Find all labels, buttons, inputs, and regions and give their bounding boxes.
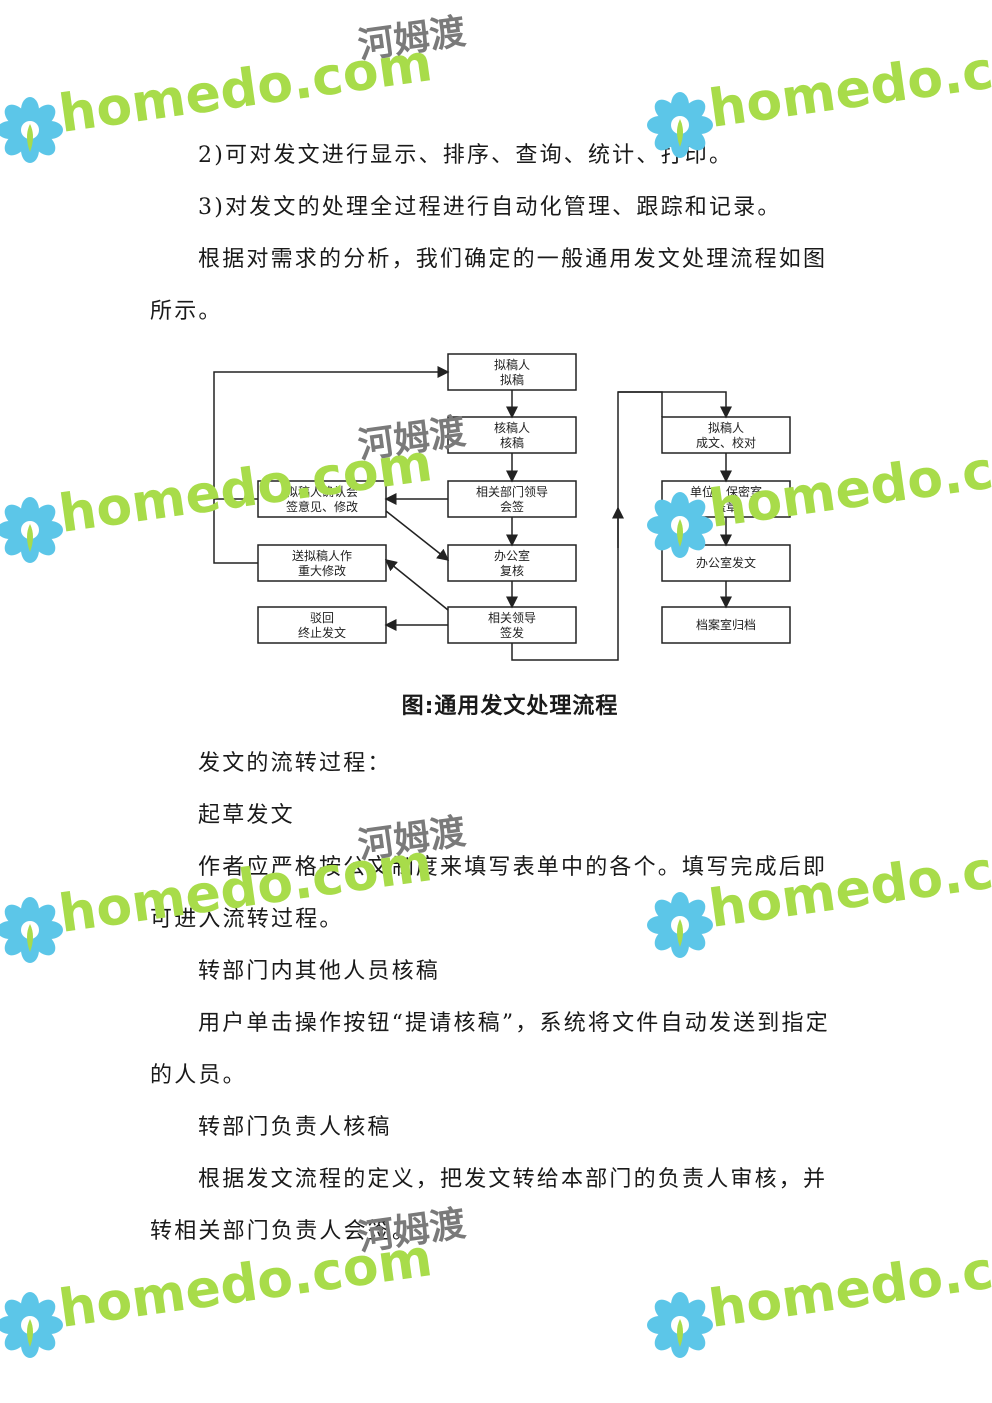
- node-r4-line1: 档案室归档: [696, 617, 756, 632]
- node-n2-line1: 核稿人: [494, 420, 530, 435]
- node-r1-line1: 拟稿人: [708, 420, 744, 435]
- flowchart: 拟稿人 拟稿 核稿人 核稿 相关部门领导 会签 办公室 复核 相关领导 签发 拟…: [213, 353, 791, 661]
- node-r2-line1: 单位、保密室: [690, 484, 762, 499]
- node-n3-line1: 相关部门领导: [476, 484, 548, 499]
- node-n1-line2: 拟稿: [500, 372, 524, 387]
- node-l2-line1: 送拟稿人作: [292, 548, 352, 563]
- body-paragraph: 发文的流转过程：: [198, 751, 392, 776]
- node-r2-line2: 盖章: [714, 499, 738, 514]
- flower-logo-icon: [0, 497, 63, 563]
- watermark-cn: 河姆渡: [356, 11, 469, 67]
- node-n5-line2: 签发: [500, 625, 524, 640]
- paragraph-requirements: 根据对需求的分析，我们确定的一般通用发文处理流程如图所示。: [150, 247, 828, 324]
- node-l2-line2: 重大修改: [298, 563, 346, 578]
- body-paragraph: 用户单击操作按钮“提请核稿”，系统将文件自动发送到指定的人员。: [150, 1011, 830, 1088]
- watermark-text: homedo.com: [55, 33, 435, 145]
- watermark-text: homedo.com: [705, 28, 992, 140]
- flower-logo-icon: [0, 897, 63, 963]
- body-paragraph: 转部门内其他人员核稿: [198, 959, 441, 984]
- node-n5-line1: 相关领导: [488, 611, 536, 625]
- node-n3-line2: 会签: [500, 499, 524, 514]
- body-paragraph: 转部门负责人核稿: [198, 1115, 392, 1140]
- node-n4-line1: 办公室: [494, 548, 530, 563]
- body-paragraph: 根据发文流程的定义，把发文转给本部门的负责人审核，并转相关部门负责人会签。: [150, 1167, 828, 1244]
- node-l1-line2: 签意见、修改: [286, 499, 358, 514]
- body-paragraph: 作者应严格按公文制度来填写表单中的各个。填写完成后即可进入流转过程。: [150, 855, 828, 932]
- flower-logo-icon: [647, 1292, 713, 1358]
- node-n2-line2: 核稿: [500, 435, 524, 450]
- paragraph-item-2: 2)可对发文进行显示、排序、查询、统计、打印。: [198, 143, 734, 168]
- node-l1-line1: 拟稿人确认会: [286, 484, 358, 499]
- node-l3-line1: 驳回: [310, 611, 334, 625]
- node-l3-line2: 终止发文: [298, 625, 346, 640]
- paragraph-item-3: 3)对发文的处理全过程进行自动化管理、跟踪和记录。: [198, 195, 782, 220]
- flower-logo-icon: [0, 1292, 63, 1358]
- node-r3-line1: 办公室发文: [696, 555, 756, 570]
- flower-logo-icon: [0, 97, 63, 163]
- figure-caption: 图:通用发文处理流程: [401, 694, 619, 719]
- body-paragraph: 起草发文: [198, 803, 295, 828]
- node-r1-line2: 成文、校对: [696, 435, 756, 450]
- node-n1-line1: 拟稿人: [494, 357, 530, 372]
- node-n4-line2: 复核: [500, 564, 524, 578]
